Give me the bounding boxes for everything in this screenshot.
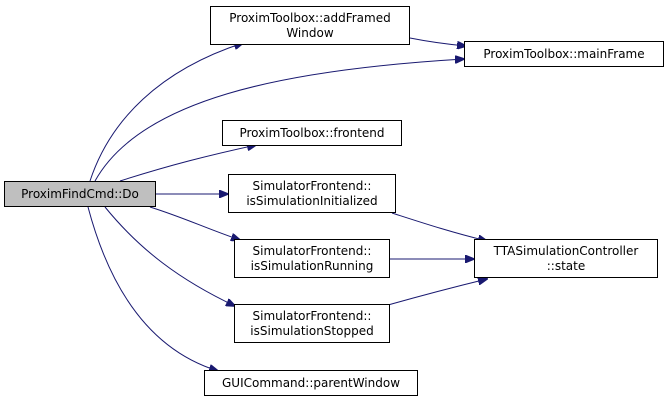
- node-label-line: SimulatorFrontend::: [252, 178, 372, 193]
- node-proximtoolbox-frontend[interactable]: ProximToolbox::frontend: [222, 120, 402, 146]
- edge-root-to-issimulationstopped: [104, 206, 235, 306]
- node-label-line: ProximToolbox::frontend: [239, 125, 385, 140]
- node-label-line: isSimulationRunning: [250, 258, 374, 273]
- node-label-line: SimulatorFrontend::: [252, 243, 372, 258]
- node-simulatorfrontend-issimulationinitialized[interactable]: SimulatorFrontend:: isSimulationInitiali…: [228, 174, 396, 213]
- node-ttasimulationcontroller-state[interactable]: TTASimulationController ::state: [474, 239, 658, 278]
- edge-root-to-addframedwindow: [89, 43, 243, 182]
- node-guicommand-parentwindow[interactable]: GUICommand::parentWindow: [204, 370, 418, 396]
- node-label-line: ::state: [546, 258, 586, 273]
- edge-issimulationinitialized-to-state: [391, 212, 487, 241]
- node-label-line: ProximFindCmd::Do: [21, 186, 139, 201]
- edge-root-to-issimulationrunning: [149, 206, 240, 240]
- edge-root-to-parentwindow: [87, 206, 218, 371]
- edge-issimulationstopped-to-state: [387, 279, 487, 306]
- node-label-line: Window: [286, 25, 334, 40]
- node-label-line: TTASimulationController: [493, 243, 639, 258]
- node-proximtoolbox-addframedwindow[interactable]: ProximToolbox::addFramed Window: [210, 6, 410, 45]
- node-label-line: SimulatorFrontend::: [252, 308, 372, 323]
- edge-addframedwindow-to-mainframe: [409, 37, 466, 46]
- node-label-line: GUICommand::parentWindow: [221, 375, 401, 390]
- node-label-line: ProximToolbox::mainFrame: [483, 46, 645, 61]
- node-label-line: isSimulationInitialized: [246, 193, 378, 208]
- node-label-line: ProximToolbox::addFramed: [229, 10, 391, 25]
- node-simulatorfrontend-issimulationrunning[interactable]: SimulatorFrontend:: isSimulationRunning: [234, 239, 390, 278]
- node-proximtoolbox-mainframe[interactable]: ProximToolbox::mainFrame: [464, 41, 664, 67]
- edge-root-to-frontend: [119, 145, 256, 182]
- node-simulatorfrontend-issimulationstopped[interactable]: SimulatorFrontend:: isSimulationStopped: [234, 304, 390, 343]
- node-proximfindcmd-do: ProximFindCmd::Do: [4, 181, 156, 207]
- node-label-line: isSimulationStopped: [250, 323, 374, 338]
- edge-root-to-mainframe: [94, 59, 464, 182]
